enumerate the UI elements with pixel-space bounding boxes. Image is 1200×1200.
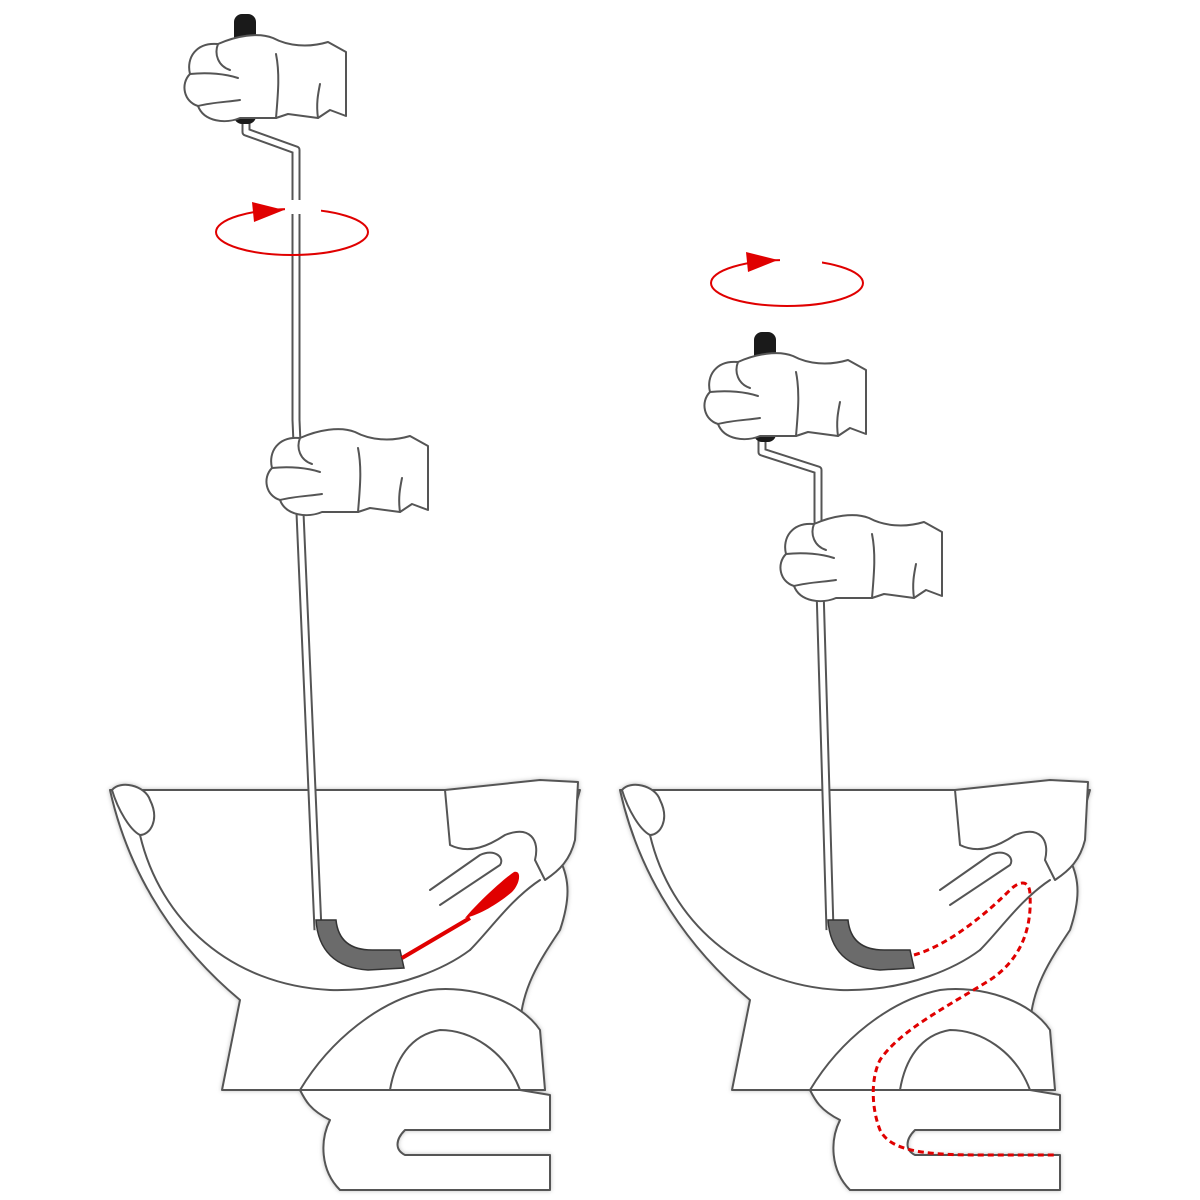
right-cable-path: [871, 881, 1055, 1157]
right-top-hand-icon: [703, 352, 867, 441]
right-toilet: [619, 779, 1091, 1191]
left-cable: [400, 871, 520, 960]
left-auger-guard: [315, 919, 405, 971]
left-panel: [109, 14, 581, 1191]
left-toilet: [109, 779, 581, 1191]
left-top-hand-icon: [183, 34, 347, 123]
left-middle-hand-icon: [265, 428, 429, 517]
right-middle-hand-icon: [779, 514, 943, 603]
right-panel: [619, 250, 1091, 1191]
left-auger-shaft: [241, 120, 323, 931]
right-auger-guard: [827, 919, 915, 971]
right-auger-shaft: [757, 440, 835, 931]
right-rotation-arrow-icon: [710, 250, 864, 307]
left-rotation-arrow-icon: [215, 200, 369, 256]
